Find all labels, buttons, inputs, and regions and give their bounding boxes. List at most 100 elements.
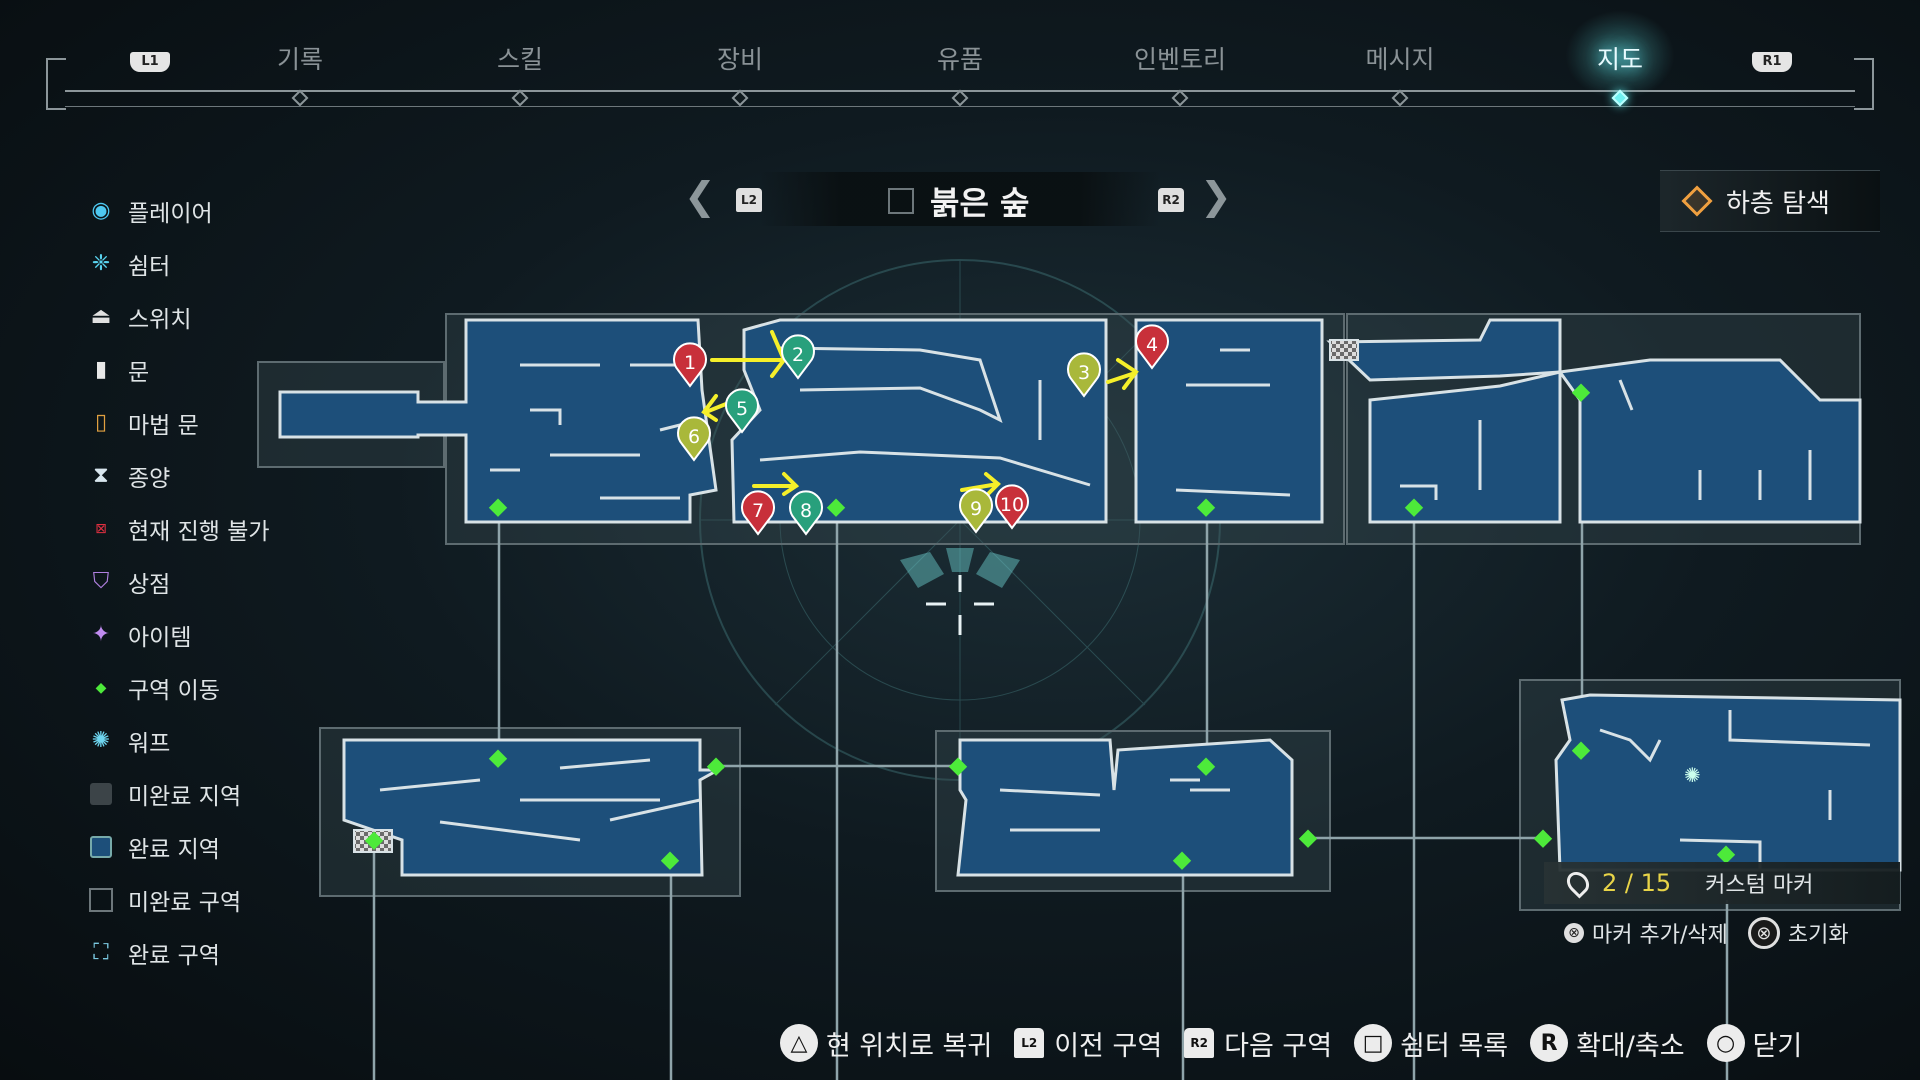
custom-marker-2[interactable]: 2 <box>781 334 815 380</box>
custom-marker-counter: 2 / 15 커스텀 마커 <box>1544 862 1900 904</box>
area-transfer-icon[interactable] <box>1196 757 1216 776</box>
area-transfer-icon[interactable] <box>660 851 680 870</box>
map-rooms <box>278 318 1902 877</box>
custom-marker-layer[interactable]: 1 2 34 567 8 9 10 <box>673 324 1169 536</box>
legend-item-incomplete-area: 미완료 지역 <box>86 767 326 820</box>
active-tab-glow <box>1565 10 1675 100</box>
custom-marker-10[interactable]: 10 <box>995 484 1029 530</box>
custom-marker-3[interactable]: 3 <box>1067 352 1101 398</box>
custom-marker-number: 10 <box>1000 494 1024 516</box>
map-pin-icon <box>959 488 993 534</box>
r1-button-icon[interactable]: R1 <box>1752 52 1792 72</box>
bell-icon: ⧗ <box>93 463 109 488</box>
hint-return-current-location[interactable]: △ 현 위치로 복귀 <box>780 1024 992 1063</box>
area-transfer-icon[interactable] <box>364 831 384 850</box>
area-transfer-icon[interactable] <box>826 498 846 517</box>
custom-marker-7[interactable]: 7 <box>741 490 775 536</box>
custom-marker-6[interactable]: 6 <box>677 416 711 462</box>
room-northeast-east <box>1557 358 1862 524</box>
legend-label: 쉼터 <box>128 253 171 280</box>
area-transfer-icon[interactable] <box>1196 498 1216 517</box>
hint-next-zone[interactable]: R2 다음 구역 <box>1184 1024 1332 1063</box>
legend-label: 종양 <box>128 465 171 492</box>
map-legend: ◉ 플레이어 ❈ 쉼터 ⏏ 스위치 ▮ 문 ▯ 마법 문 ⧗ 종양 ⊠ 현재 진… <box>86 184 326 979</box>
lower-floor-explore-button[interactable]: 하층 탐색 <box>1660 170 1880 232</box>
chevron-left-icon[interactable]: ❮ <box>684 174 716 218</box>
custom-marker-panel: 2 / 15 커스텀 마커 ⊗ 마커 추가/삭제 ⊗ 초기화 <box>1544 862 1900 962</box>
area-transfer-icon[interactable] <box>948 757 968 776</box>
l1-button-icon[interactable]: L1 <box>130 52 170 72</box>
tab-records[interactable]: 기록 <box>276 45 323 74</box>
r2-trigger-icon[interactable]: R2 <box>1158 188 1184 212</box>
lower-floor-explore-label: 하층 탐색 <box>1726 188 1830 219</box>
item-icon: ✦ <box>91 622 111 647</box>
legend-label: 워프 <box>128 730 171 757</box>
legend-item-bell: ⧗ 종양 <box>86 449 326 502</box>
legend-item-area-transfer: ◆ 구역 이동 <box>86 661 326 714</box>
chevron-right-icon[interactable]: ❯ <box>1200 174 1232 218</box>
custom-marker-9[interactable]: 9 <box>959 488 993 534</box>
circle-button-icon: ○ <box>1706 1024 1745 1062</box>
shelter-icon: ❈ <box>91 251 111 276</box>
hint-zoom[interactable]: R 확대/축소 <box>1530 1024 1685 1063</box>
tab-relics[interactable]: 유품 <box>936 45 983 74</box>
add-remove-marker-label[interactable]: 마커 추가/삭제 <box>1592 923 1728 948</box>
tab-equipment[interactable]: 장비 <box>716 45 763 74</box>
hint-previous-zone[interactable]: L2 이전 구역 <box>1014 1024 1162 1063</box>
hint-label: 다음 구역 <box>1224 1030 1333 1062</box>
map-pin-icon <box>781 334 815 380</box>
door-icon: ▮ <box>94 357 108 382</box>
hint-shelter-list[interactable]: □ 쉼터 목록 <box>1354 1024 1508 1063</box>
cross-button-icon[interactable]: ⊗ <box>1564 923 1584 943</box>
warp-icon: ✺ <box>91 728 111 753</box>
legend-label: 플레이어 <box>128 200 213 227</box>
button-hints-bar: △ 현 위치로 복귀 L2 이전 구역 R2 다음 구역 □ 쉼터 목록 R 확… <box>780 1018 1802 1068</box>
right-stick-icon: R <box>1530 1024 1569 1062</box>
area-transfer-points[interactable] <box>364 383 1736 870</box>
diamond-icon <box>1681 185 1713 217</box>
crosshair-cursor[interactable] <box>926 575 994 635</box>
area-transfer-icon[interactable] <box>488 498 508 517</box>
custom-marker-1[interactable]: 1 <box>673 342 707 388</box>
custom-marker-5[interactable]: 5 <box>725 388 759 434</box>
legend-label: 현재 진행 불가 <box>128 518 270 545</box>
hint-close[interactable]: ○ 닫기 <box>1706 1024 1802 1063</box>
l2-trigger-icon[interactable]: L2 <box>736 188 762 212</box>
r2-trigger-icon: R2 <box>1184 1028 1215 1058</box>
area-transfer-icon[interactable] <box>1571 383 1591 402</box>
tab-map[interactable]: 지도 <box>1596 45 1643 74</box>
area-transfer-icon[interactable] <box>1571 741 1591 760</box>
tab-rail-lower <box>65 106 1855 107</box>
custom-marker-8[interactable]: 8 <box>789 490 823 536</box>
triangle-button-icon: △ <box>780 1024 818 1062</box>
area-transfer-icon[interactable] <box>706 757 726 776</box>
area-transfer-icon[interactable] <box>1298 829 1318 848</box>
area-name: 붉은 숲 <box>930 184 1030 222</box>
area-transfer-icon: ◆ <box>95 679 107 696</box>
legend-label: 마법 문 <box>128 412 199 439</box>
hint-label: 확대/축소 <box>1576 1030 1685 1062</box>
custom-marker-number: 8 <box>800 500 812 522</box>
area-transfer-icon[interactable] <box>1404 498 1424 517</box>
tab-messages[interactable]: 메시지 <box>1365 45 1435 74</box>
cross-button-icon[interactable]: ⊗ <box>1747 917 1780 949</box>
tab-inventory[interactable]: 인벤토리 <box>1133 45 1226 74</box>
legend-item-shelter: ❈ 쉼터 <box>86 237 326 290</box>
blocked-icon: ⊠ <box>95 520 107 537</box>
reset-markers-label[interactable]: 초기화 <box>1787 923 1849 948</box>
area-transfer-icon[interactable] <box>488 749 508 768</box>
map-pin-icon <box>995 484 1029 530</box>
complete-zone-icon: ⛶ <box>93 940 109 965</box>
warp-icon[interactable]: ✺ <box>1684 763 1701 787</box>
legend-label: 문 <box>128 359 150 386</box>
area-transfer-icon[interactable] <box>1533 829 1553 848</box>
map-pin-icon <box>1067 352 1101 398</box>
blocked-passage <box>1329 339 1359 361</box>
area-transfer-icon[interactable] <box>1716 845 1736 864</box>
custom-marker-4[interactable]: 4 <box>1135 324 1169 370</box>
tab-skills[interactable]: 스킬 <box>496 45 543 74</box>
area-transfer-icon[interactable] <box>1172 851 1192 870</box>
l2-trigger-icon: L2 <box>1014 1028 1045 1058</box>
custom-marker-actions: ⊗ 마커 추가/삭제 ⊗ 초기화 <box>1544 910 1900 956</box>
